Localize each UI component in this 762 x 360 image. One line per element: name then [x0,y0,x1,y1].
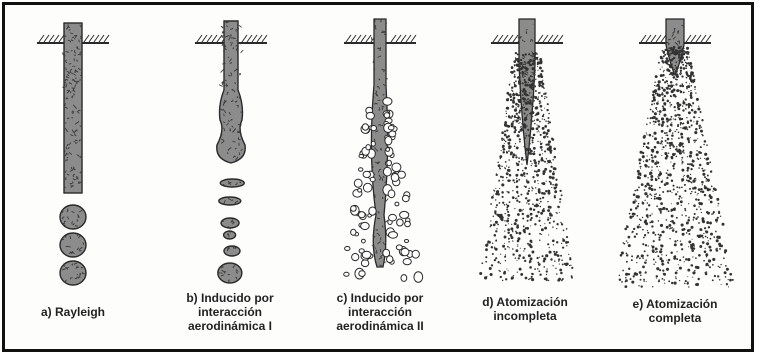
caption-b: b) Inducido por interacción aerodinámica… [165,291,295,333]
aerodynamic-drop [224,246,240,256]
spray-droplets [619,46,734,288]
panel-rayleigh-drawing [37,23,109,285]
caption-c: c) Inducido por interacción aerodinámica… [315,291,445,333]
aerodynamic-drop [221,218,239,228]
panel-incomplete-atomization-drawing [479,19,573,282]
caption-d: d) Atomización incompleta [465,295,585,323]
figure-frame: a) Rayleigh b) Inducido por interacción … [2,2,754,352]
panel-aerodynamic-ii-drawing [344,19,423,282]
panel-aerodynamic-i-drawing [195,21,267,283]
caption-e: e) Atomización completa [615,297,735,325]
caption-a: a) Rayleigh [13,305,133,319]
panel-complete-atomization-drawing [619,19,734,288]
